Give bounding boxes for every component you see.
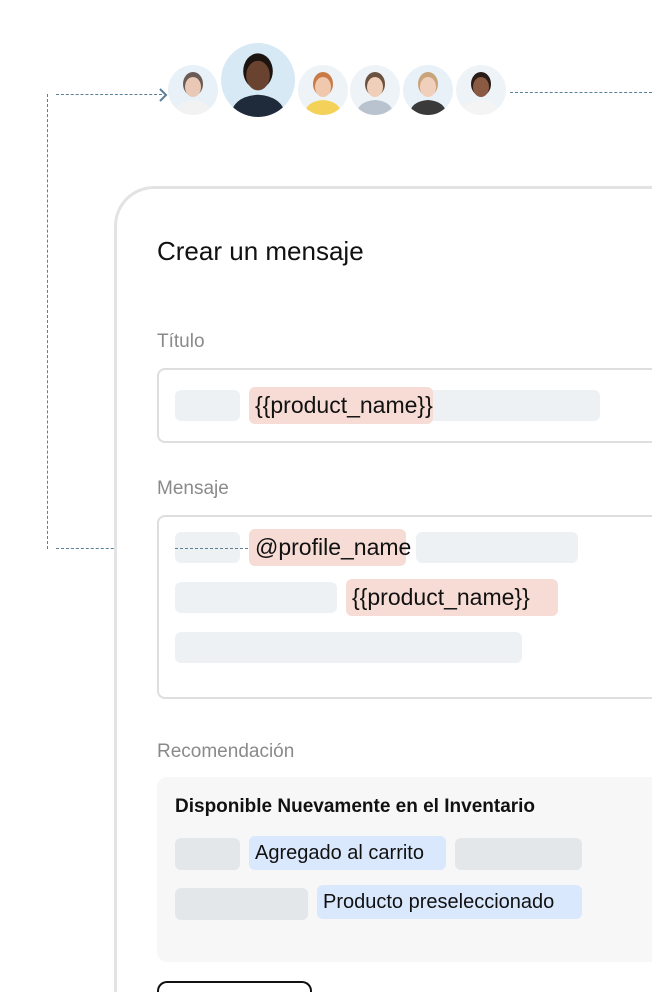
- submit-button[interactable]: [157, 981, 312, 992]
- chip-added-to-cart[interactable]: Agregado al carrito: [249, 836, 446, 870]
- connector-line: [47, 94, 48, 549]
- placeholder-block: [175, 582, 337, 613]
- recommendation-label: Recomendación: [157, 741, 295, 762]
- avatar-woman-1: [168, 65, 218, 115]
- connector-line: [56, 94, 162, 95]
- message-token[interactable]: {{product_name}}: [346, 579, 558, 616]
- avatar-woman-3: [403, 65, 453, 115]
- connector-line: [175, 548, 248, 549]
- placeholder-block: [416, 532, 578, 563]
- avatar-woman-2: [298, 65, 348, 115]
- placeholder-block: [420, 390, 600, 421]
- profile-mention[interactable]: @profile_name: [249, 529, 411, 566]
- message-label: Mensaje: [157, 478, 229, 499]
- avatar-man-3: [456, 65, 506, 115]
- recommendation-heading: Disponible Nuevamente en el Inventario: [175, 796, 536, 817]
- page-title: Crear un mensaje: [157, 236, 364, 266]
- placeholder-block: [455, 838, 582, 870]
- placeholder-block: [175, 532, 240, 563]
- placeholder-block: [175, 888, 308, 920]
- connector-line: [510, 92, 652, 93]
- chevron-right-icon: [159, 88, 168, 102]
- avatar-man-2: [350, 65, 400, 115]
- title-label: Título: [157, 331, 205, 352]
- chip-preselected-product[interactable]: Producto preseleccionado: [317, 885, 582, 919]
- placeholder-block: [175, 390, 240, 421]
- title-token[interactable]: {{product_name}}: [249, 387, 433, 424]
- placeholder-block: [175, 632, 522, 663]
- avatar-man-featured: [221, 43, 295, 117]
- placeholder-block: [175, 838, 240, 870]
